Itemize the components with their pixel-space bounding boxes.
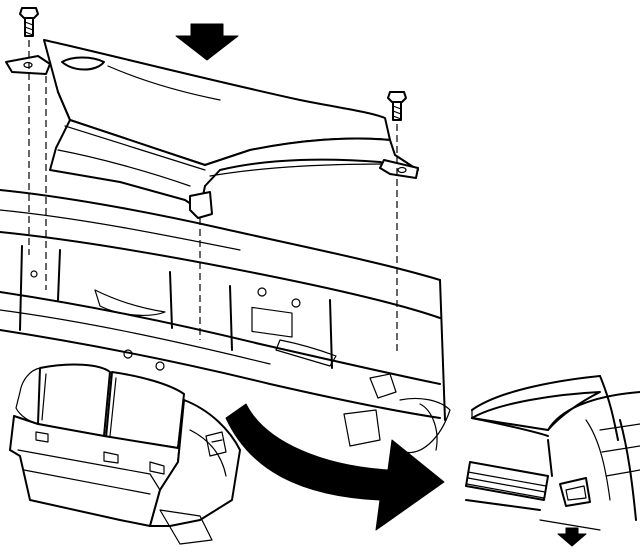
alignment-lines [28, 40, 398, 352]
detail-inset [465, 375, 640, 547]
hvac-module [9, 363, 271, 545]
upper-cover-panel [5, 39, 419, 219]
detail-direction-down-arrow-icon [557, 527, 587, 547]
rotate-direction-curved-arrow-icon [225, 403, 445, 531]
install-direction-down-arrow-icon [175, 23, 239, 61]
right-bolt-icon [387, 91, 407, 121]
instrument-panel-carrier [0, 189, 451, 454]
left-bolt-icon [19, 7, 39, 37]
